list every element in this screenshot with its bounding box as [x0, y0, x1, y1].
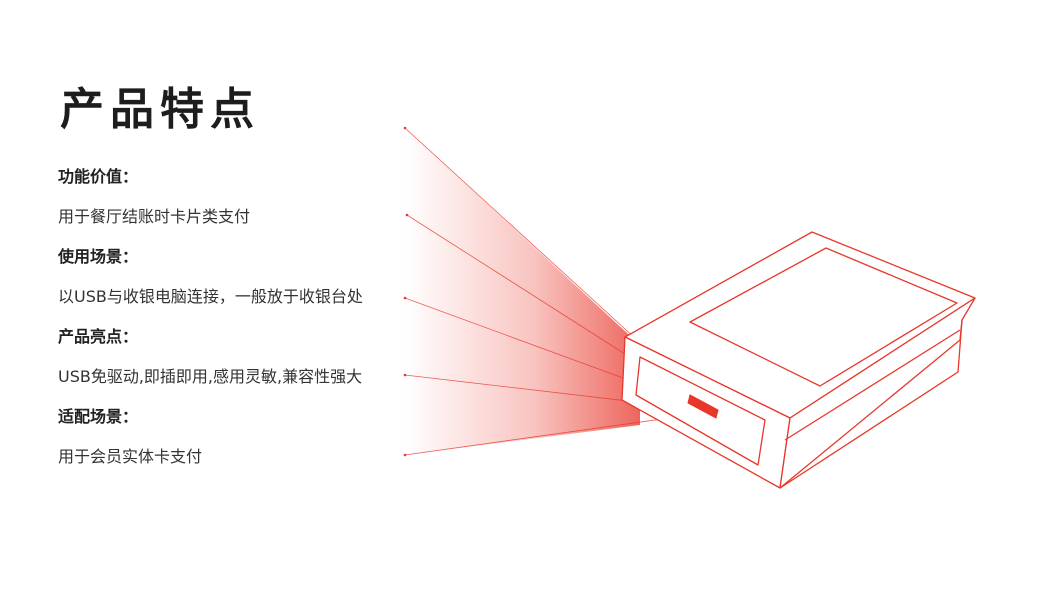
- device-top-inset: [689, 247, 958, 387]
- callout-dot-2: [405, 213, 409, 217]
- callout-dot-5: [403, 453, 407, 457]
- feature-label-scenario: 适配场景：: [58, 407, 139, 426]
- callout-dot-1: [403, 126, 407, 130]
- feature-label-function: 功能价值：: [58, 167, 139, 186]
- feature-value-function: 用于餐厅结账时卡片类支付: [58, 207, 251, 226]
- card-slot: [687, 394, 719, 419]
- feature-list: 功能价值： 用于餐厅结账时卡片类支付 使用场景： 以USB与收银电脑连接，一般放…: [58, 0, 418, 592]
- feature-label-usage: 使用场景：: [58, 247, 139, 266]
- callout-dot-4: [403, 373, 407, 377]
- device-side-edge: [784, 329, 961, 441]
- light-beam: [405, 128, 640, 455]
- callout-line-5: [404, 412, 706, 456]
- callout-dot-3: [403, 296, 407, 300]
- card-reader-icon: [621, 231, 976, 489]
- feature-value-usage: 以USB与收银电脑连接，一般放于收银台处: [58, 287, 363, 306]
- feature-label-highlights: 产品亮点：: [58, 327, 139, 346]
- device-base-edge: [779, 319, 963, 489]
- device-front-inset: [635, 356, 766, 466]
- page-title: 产品特点: [60, 84, 260, 135]
- feature-value-scenario: 用于会员实体卡支付: [58, 447, 203, 466]
- feature-value-highlights: USB免驱动,即插即用,感用灵敏,兼容性强大: [58, 367, 363, 386]
